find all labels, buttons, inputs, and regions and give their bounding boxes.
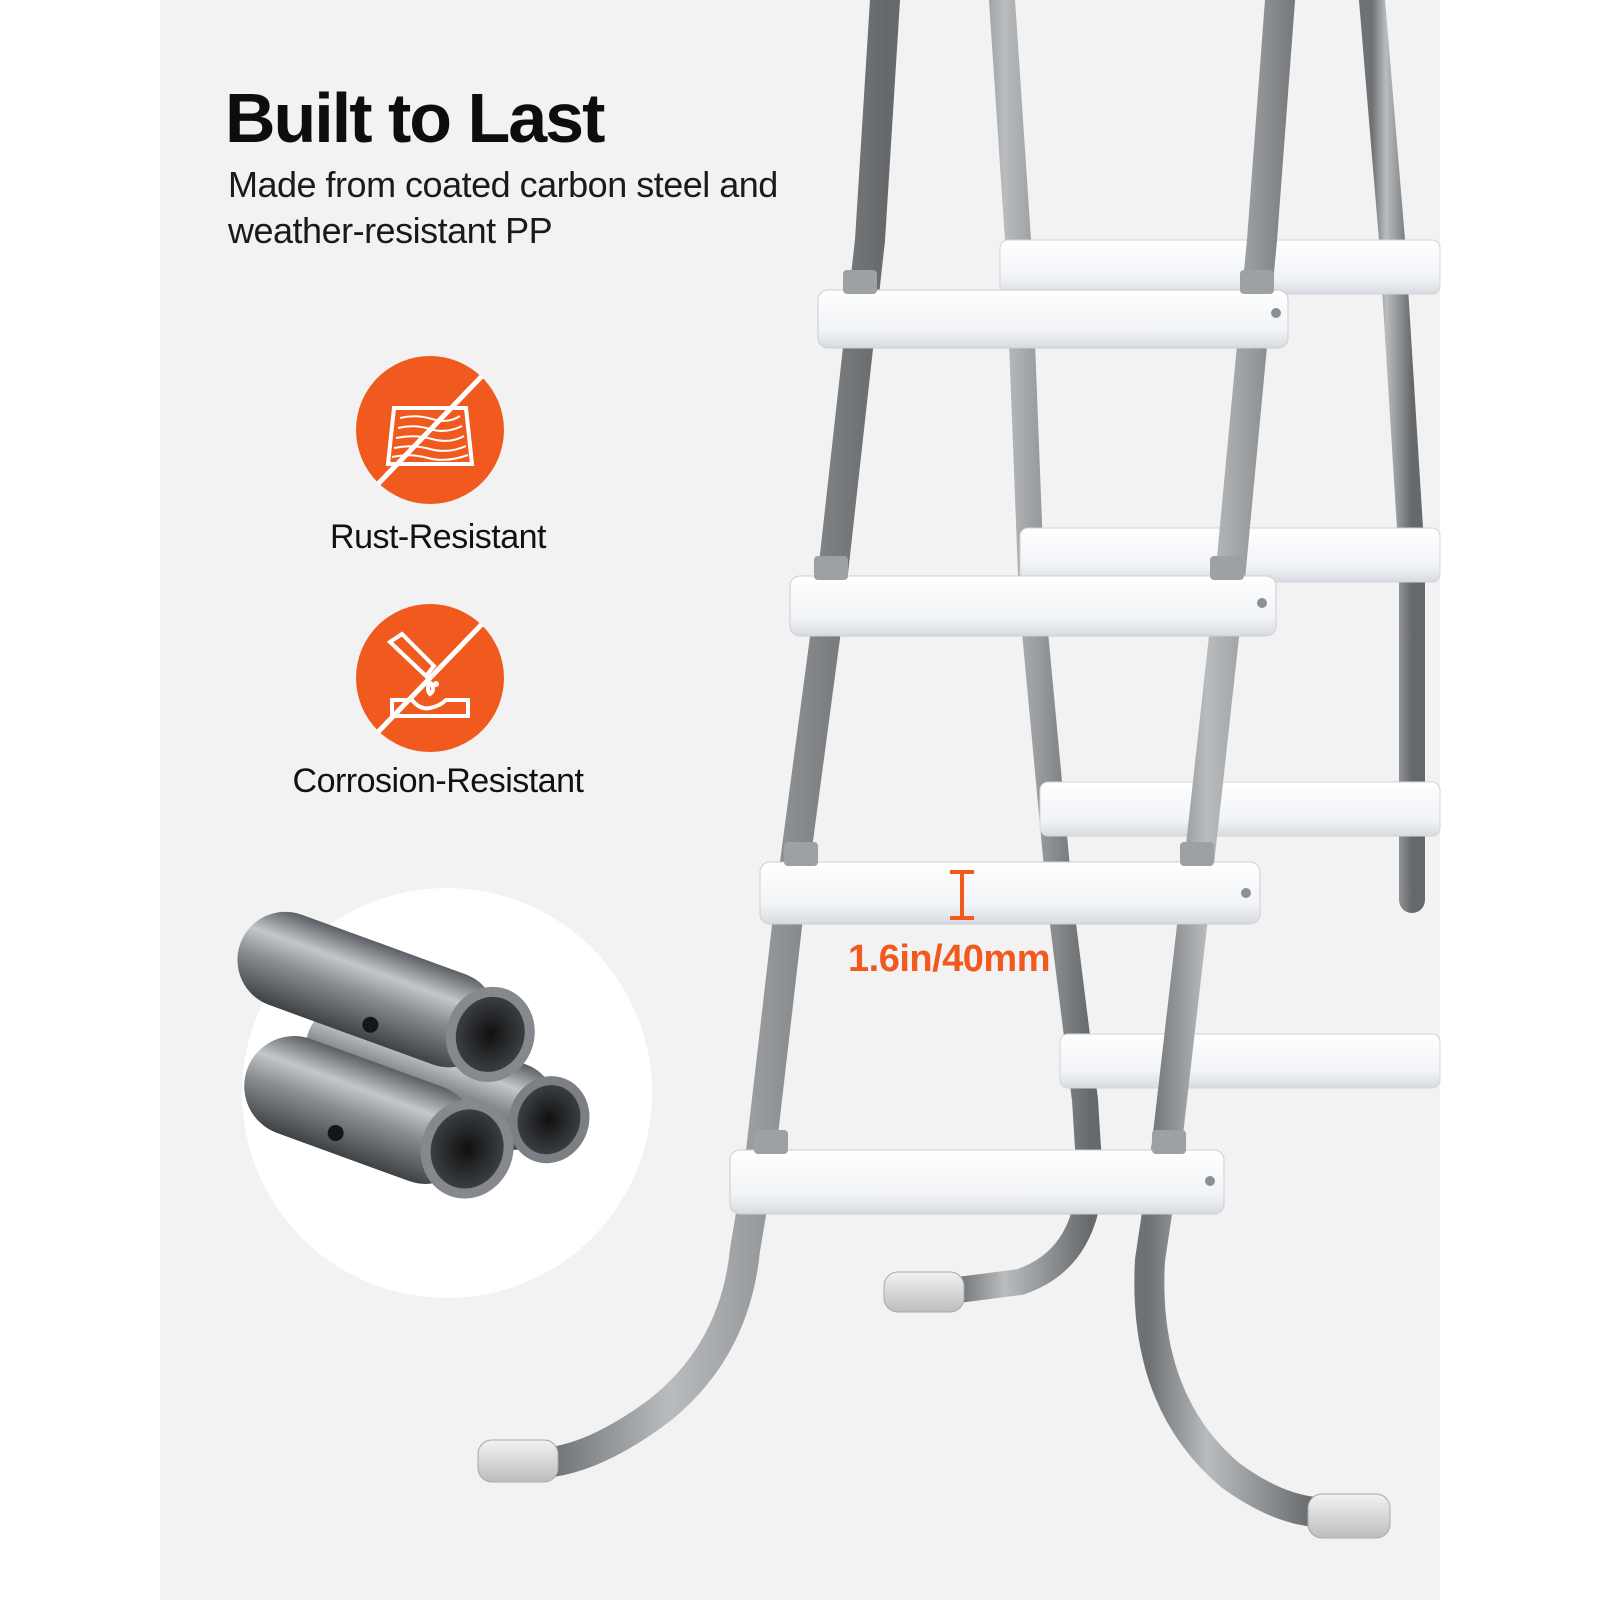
front-steps (729, 289, 1289, 1215)
page-title: Built to Last (225, 79, 605, 157)
corrosion-resistant-label: Corrosion-Resistant (292, 762, 584, 800)
back-steps (999, 239, 1441, 1089)
back-rails (945, 0, 1425, 1303)
page-subtitle: Made from coated carbon steel and weathe… (228, 164, 778, 251)
corrosion-resistant-icon (356, 604, 504, 752)
rust-resistant-icon (356, 356, 504, 504)
front-rails (537, 0, 1330, 1527)
thickness-marker (950, 870, 974, 920)
thickness-label: 1.6in/40mm (848, 938, 1051, 980)
rust-resistant-label: Rust-Resistant (330, 518, 546, 556)
ladder-feet (477, 1271, 1391, 1539)
